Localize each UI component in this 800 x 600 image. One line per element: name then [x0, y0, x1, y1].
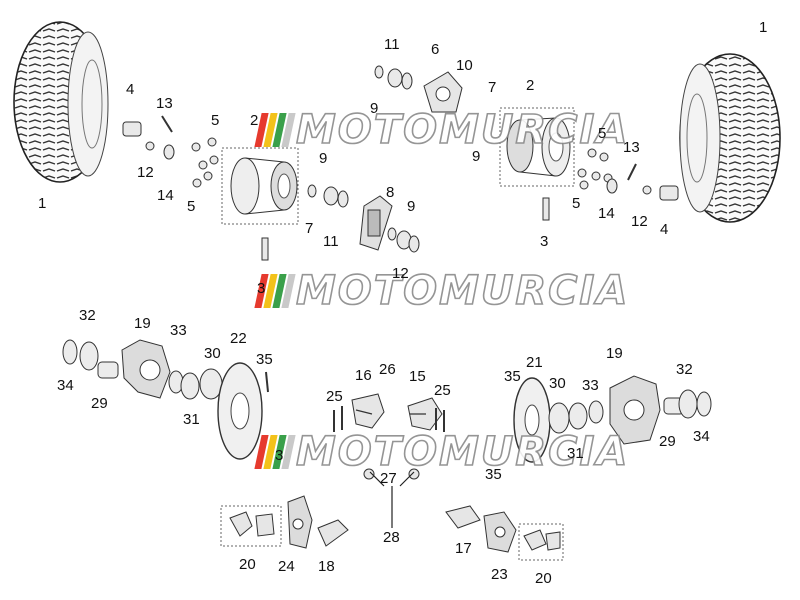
callout-part-14: 14 [598, 205, 615, 222]
callout-part-29: 29 [659, 433, 676, 450]
callout-part-11: 11 [384, 36, 400, 53]
callout-part-3: 3 [540, 233, 549, 250]
callout-part-31: 31 [567, 445, 584, 462]
left-caliper-group [220, 495, 349, 549]
callout-part-5: 5 [572, 195, 581, 212]
callout-part-3: 3 [275, 447, 284, 464]
bracket-part-8 [359, 195, 393, 251]
callout-part-9: 9 [472, 148, 481, 165]
watermark-text: MOTOMURCIA [295, 106, 630, 154]
callout-part-4: 4 [660, 221, 669, 238]
callout-part-30: 30 [204, 345, 221, 362]
left-rim [221, 147, 299, 225]
right-caliper-group [445, 505, 564, 561]
right-tire [679, 53, 781, 223]
callout-part-34: 34 [693, 428, 710, 445]
callout-part-15: 15 [409, 368, 426, 385]
callout-part-35: 35 [485, 466, 502, 483]
callout-part-32: 32 [79, 307, 96, 324]
callout-part-9: 9 [319, 150, 328, 167]
callout-part-12: 12 [392, 265, 409, 282]
callout-part-22: 22 [230, 330, 247, 347]
callout-part-29: 29 [91, 395, 108, 412]
callout-part-12: 12 [631, 213, 648, 230]
callout-part-8: 8 [386, 184, 395, 201]
callout-part-5: 5 [211, 112, 220, 129]
watermark-text: MOTOMURCIA [295, 267, 630, 315]
callout-part-21: 21 [526, 354, 543, 371]
callout-part-26: 26 [379, 361, 396, 378]
left-hub-assembly [62, 339, 223, 400]
callout-part-17: 17 [455, 540, 472, 557]
small-hardware [122, 65, 679, 261]
callout-part-33: 33 [582, 377, 599, 394]
callout-part-2: 2 [250, 112, 259, 129]
callout-part-19: 19 [606, 345, 623, 362]
callout-part-3: 3 [257, 280, 266, 297]
callout-part-11: 11 [323, 233, 339, 250]
callout-part-16: 16 [355, 367, 372, 384]
callout-part-35: 35 [256, 351, 273, 368]
callout-part-34: 34 [57, 377, 74, 394]
callout-part-32: 32 [676, 361, 693, 378]
watermark-bottom: MOTOMURCIA [254, 428, 630, 476]
callout-part-2: 2 [526, 77, 535, 94]
callout-part-4: 4 [126, 81, 135, 98]
leader-lines [369, 471, 415, 528]
watermark-text: MOTOMURCIA [295, 428, 630, 476]
callout-part-13: 13 [623, 139, 640, 156]
callout-part-7: 7 [305, 220, 314, 237]
callout-part-18: 18 [318, 558, 335, 575]
right-rim [499, 107, 575, 187]
callout-part-25: 25 [434, 382, 451, 399]
callout-part-5: 5 [598, 125, 607, 142]
callout-part-7: 7 [488, 79, 497, 96]
callout-part-19: 19 [134, 315, 151, 332]
callout-part-20: 20 [239, 556, 256, 573]
callout-part-25: 25 [326, 388, 343, 405]
callout-part-31: 31 [183, 411, 200, 428]
callout-part-33: 33 [170, 322, 187, 339]
callout-part-9: 9 [407, 198, 416, 215]
callout-part-24: 24 [278, 558, 295, 575]
watermark-stripes [254, 113, 296, 147]
callout-part-28: 28 [383, 529, 400, 546]
left-brake-disc [217, 362, 263, 460]
callout-part-12: 12 [137, 164, 154, 181]
callout-part-5: 5 [187, 198, 196, 215]
right-hub-assembly [548, 375, 712, 445]
center-brackets [265, 371, 445, 480]
callout-part-23: 23 [491, 566, 508, 583]
callout-part-30: 30 [549, 375, 566, 392]
central-hub-part-6 [423, 71, 463, 113]
callout-part-20: 20 [535, 570, 552, 587]
callout-part-9: 9 [370, 100, 379, 117]
callout-part-27: 27 [380, 470, 397, 487]
callout-part-13: 13 [156, 95, 173, 112]
callout-part-6: 6 [431, 41, 440, 58]
callout-part-1: 1 [38, 195, 47, 212]
callout-part-10: 10 [456, 57, 473, 74]
callout-part-14: 14 [157, 187, 174, 204]
watermark-top: MOTOMURCIA [254, 106, 630, 154]
callout-part-35: 35 [504, 368, 521, 385]
callout-part-1: 1 [759, 19, 768, 36]
left-tire [13, 21, 109, 183]
watermark-middle: MOTOMURCIA [254, 267, 630, 315]
